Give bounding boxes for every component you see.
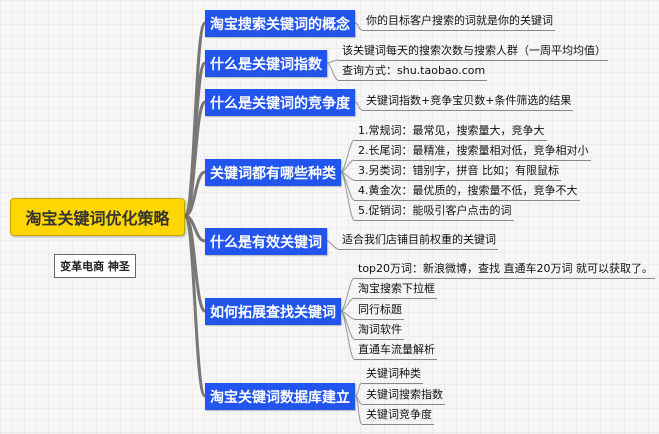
connector — [340, 139, 355, 173]
leaf-topic[interactable]: 淘词软件 — [354, 323, 404, 340]
root-topic[interactable]: 淘宝关键词优化策略 — [10, 198, 185, 236]
leaf-topic[interactable]: 1.常规词：最常见，搜索量大，竞争大 — [354, 124, 547, 141]
leaf-topic[interactable]: 关键词指数+竞争宝贝数+条件筛选的结果 — [362, 94, 574, 111]
connector — [354, 22, 363, 31]
connector — [183, 214, 207, 398]
connector — [354, 101, 363, 111]
connector — [340, 277, 355, 312]
leaf-topic[interactable]: 2.长尾词：最精准，搜索量相对低，竞争相对小 — [354, 144, 591, 161]
connector — [340, 159, 355, 173]
leaf-topic[interactable]: 你的目标客户搜索的词就是你的关键词 — [362, 14, 555, 31]
connector — [340, 297, 355, 312]
branch-topic[interactable]: 如何拓展查找关键词 — [205, 298, 341, 325]
leaf-topic[interactable]: top20万词：新浪微博，查找 直通车20万词 就可以获取了。 — [354, 262, 656, 279]
connector — [326, 240, 339, 250]
connector — [340, 310, 355, 360]
leaf-topic[interactable]: 适合我们店铺目前权重的关键词 — [338, 233, 498, 250]
leaf-topic[interactable]: 该关键词每天的搜索次数与搜索人群（一周平均均值） — [338, 44, 608, 61]
author-note: 变革电商 神圣 — [54, 254, 136, 278]
leaf-topic[interactable]: 关键词竞争度 — [362, 408, 434, 425]
leaf-topic[interactable]: 同行标题 — [354, 303, 404, 320]
branch-topic[interactable]: 淘宝关键词数据库建立 — [205, 383, 355, 410]
branch-topic[interactable]: 什么是有效关键词 — [205, 228, 327, 255]
connector — [326, 62, 339, 81]
leaf-topic[interactable]: 3.另类词：错别字，拼音 比如；有限鼠标 — [354, 164, 561, 181]
leaf-topic[interactable]: 4.黄金次：最优质的，搜索量不低，竞争不大 — [354, 184, 580, 201]
connector — [340, 171, 355, 221]
branch-topic[interactable]: 淘宝搜索关键词的概念 — [205, 10, 355, 37]
leaf-topic[interactable]: 关键词搜索指数 — [362, 388, 445, 405]
connector — [326, 59, 339, 64]
leaf-topic[interactable]: 淘宝搜索下拉框 — [354, 282, 437, 299]
leaf-topic[interactable]: 直通车流量解析 — [354, 343, 437, 360]
leaf-topic[interactable]: 查询方式：shu.taobao.com — [338, 64, 488, 81]
branch-topic[interactable]: 什么是关键词指数 — [205, 50, 327, 77]
connector — [354, 382, 363, 397]
branch-topic[interactable]: 关键词都有哪些种类 — [205, 159, 341, 186]
leaf-topic[interactable]: 关键词种类 — [362, 367, 423, 384]
branch-topic[interactable]: 什么是关键词的竞争度 — [205, 89, 355, 116]
leaf-topic[interactable]: 5.促销词：能吸引客户点击的词 — [354, 204, 514, 221]
connector — [354, 395, 363, 425]
connector — [184, 170, 206, 218]
